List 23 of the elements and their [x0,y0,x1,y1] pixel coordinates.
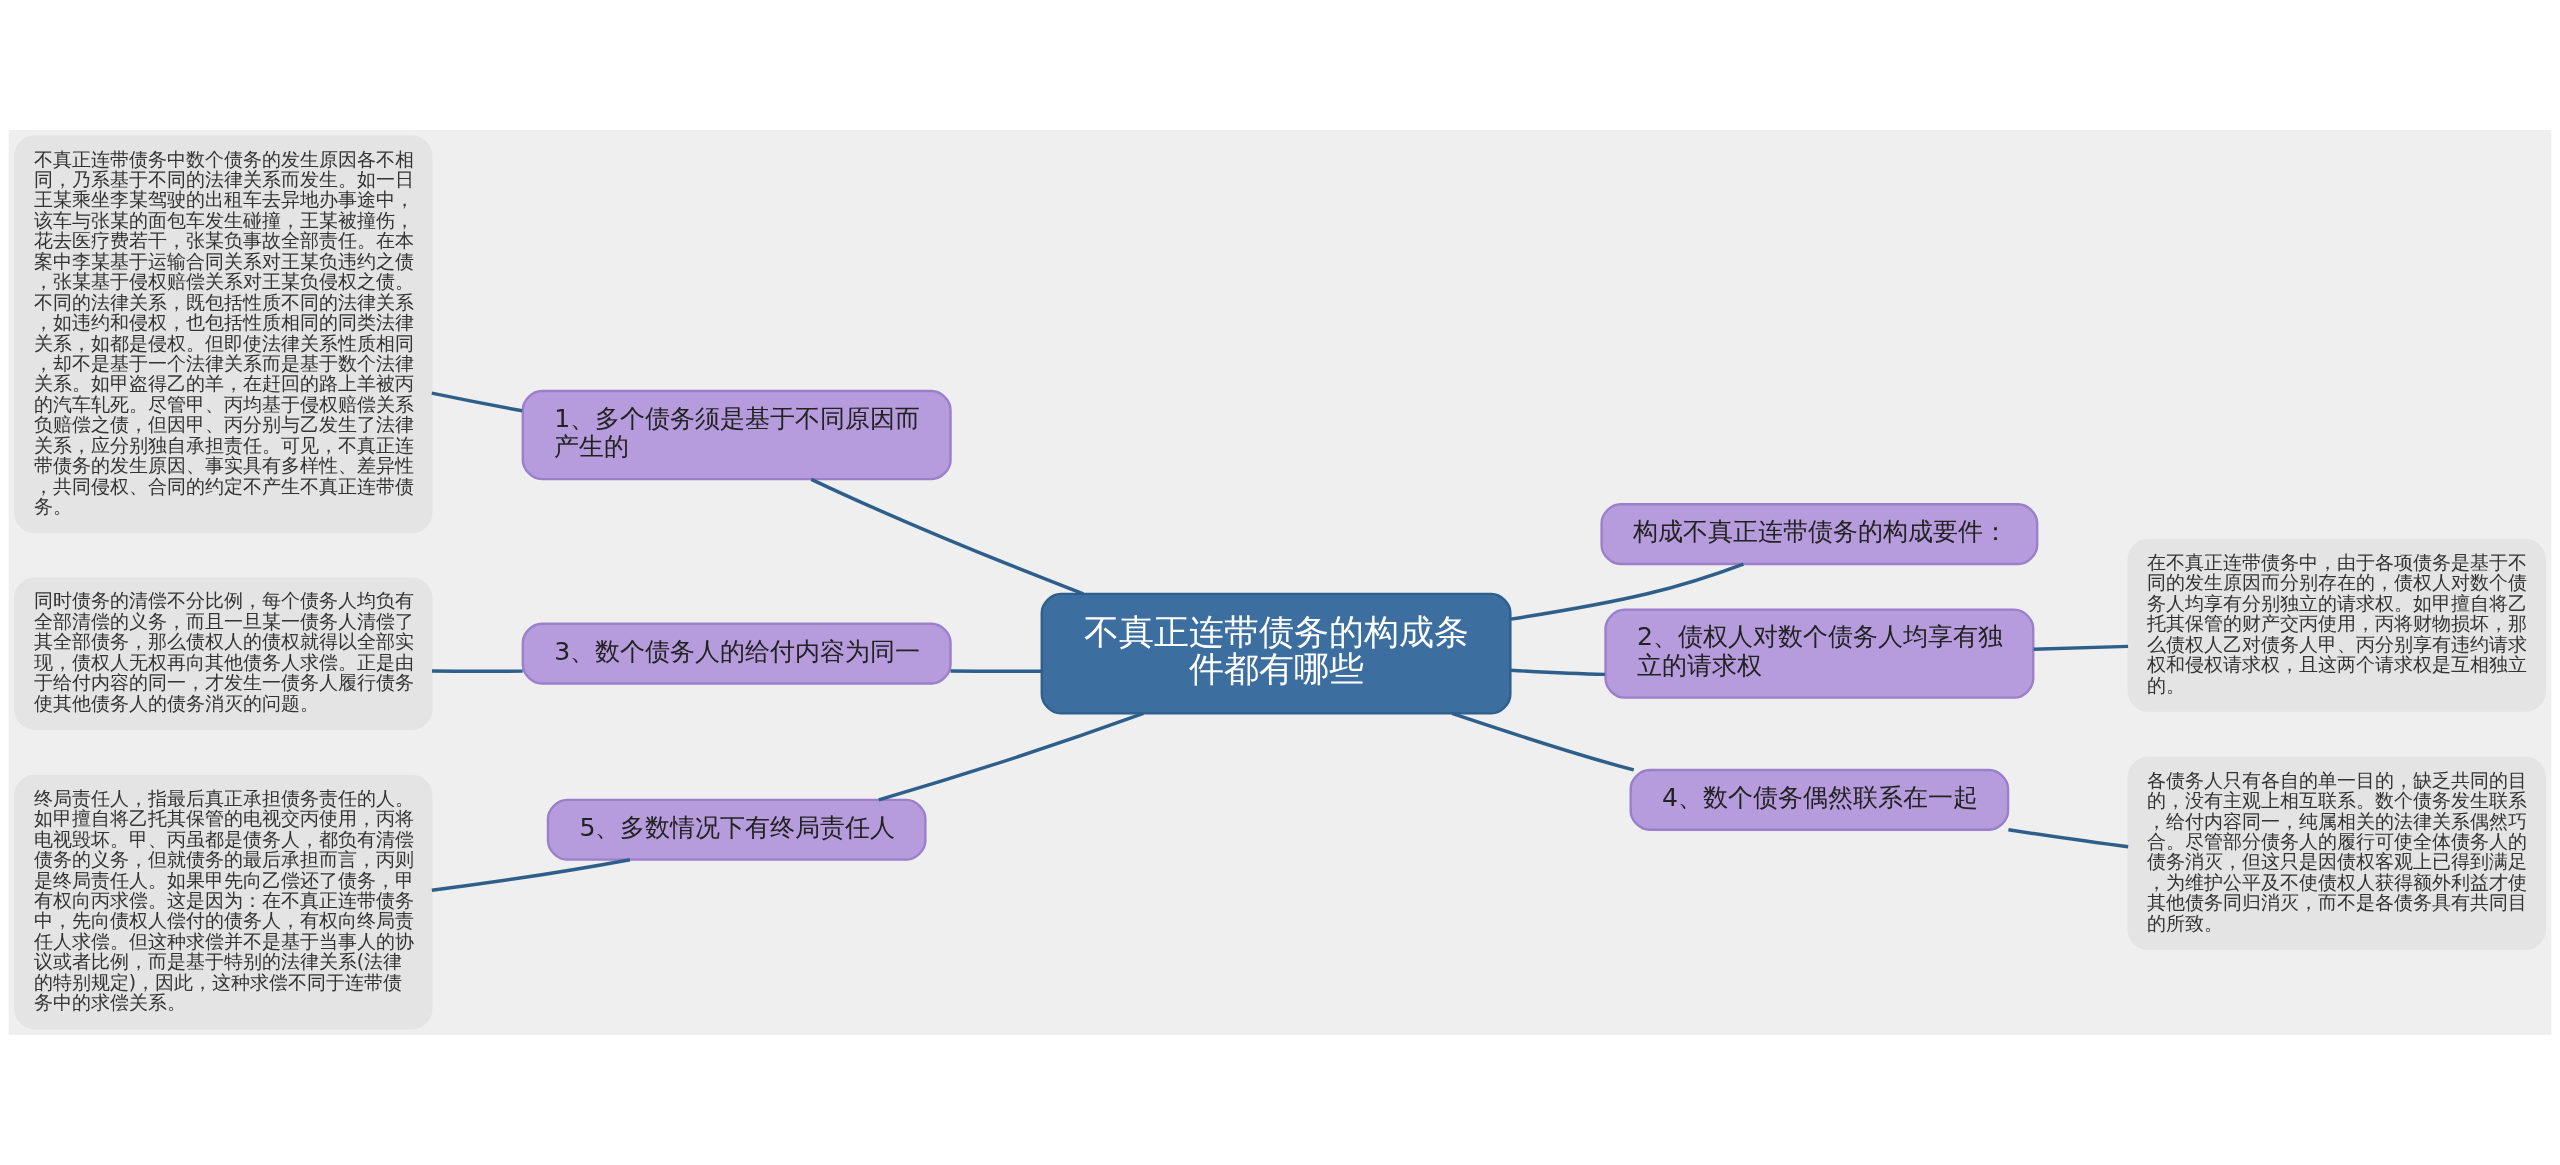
node-box: 4、数个债务偶然联系在一起 [1629,768,2010,831]
node-box: 1、多个债务须是基于不同原因而产生的 [521,389,952,481]
node-box: 不真正连带债务中数个债务的发生原因各不相同，乃系基于不同的法律关系而发生。如一日王某乘坐李某驾驶的出租车去异地办事途中，该车与张某的面包车发生碰撞，王某被撞伤，花去医疗费若干，张某负事故全部责任。在本案中李某基于运输合同关系对王某负违约之债，张某基于侵权赔偿关系对王某负侵权之债。不同的法律关系，既包括性质不同的法律关系，如违约和侵权，也包括性质相同的同类法律关系，如都是侵权。但即使法律关系性质相同，却不是基于一个法律关系而是基于数个法律关系。如甲盗得乙的羊，在赶回的路上羊被丙的汽车轧死。尽管甲、丙均基于侵权赔偿关系负赔偿之债，但因甲、丙分别与乙发生了法律关系，应分别独自承担责任。可见，不真正连带债务的发生原因、事实具有多样性、差异性，共同侵权、合同的约定不产生不真正连带债务。 [14,135,433,534]
node-box: 各债务人只有各自的单一目的，缺乏共同的目的，没有主观上相互联系。数个债务发生联系，给付内容同一，纯属相关的法律关系偶然巧合。尽管部分债务人的履行可使全体债务人的债务消灭，但这只是因债权客观上已得到满足，为维护公平及不使债权人获得额外利益才使其他债务同归消灭，而不是各债务具有共同目的所致。 [2127,756,2546,951]
node-box: 5、多数情况下有终局责任人 [546,798,927,861]
node-box: 在不真正连带债务中，由于各项债务是基于不同的发生原因而分别存在的，债权人对数个债务人均享有分别独立的请求权。如甲擅自将乙托其保管的财产交丙使用，丙将财物损坏，那么债权人乙对债务人甲、丙分别享有违约请求权和侵权请求权，且这两个请求权是互相独立的。 [2127,538,2546,712]
connector [1510,562,1745,621]
connector [2033,644,2129,652]
node-box: 同时债务的清偿不分比例，每个债务人均负有全部清偿的义务，而且一旦某一债务人清偿了其全部债务，那么债权人的债权就得以全部实现，债权人无权再向其他债务人求偿。正是由于给付内容的同一，才发生一债务人履行债务使其他债务人的债务消灭的问题。 [14,577,433,730]
connector [431,669,523,674]
node-box: 不真正连带债务的构成条件都有哪些 [1040,592,1512,715]
connector [431,391,523,413]
connector [950,669,1042,674]
node-box: 构成不真正连带债务的构成要件： [1600,503,2039,566]
connector [2008,828,2129,849]
node-box: 终局责任人，指最后真正承担债务责任的人。如甲擅自将乙托其保管的电视交丙使用，丙将电视毁坏。甲、丙虽都是债务人，都负有清偿债务的义务，但就债务的最后承担而言，丙则是终局责任人。如果甲先向乙偿还了债务，甲有权向丙求偿。这是因为：在不真正连带债务中，先向债权人偿付的债务人，有权向终局责任人求偿。但这种求偿并不是基于当事人的协议或者比例，而是基于特别的法律关系(法律的特别规定)，因此，这种求偿不同于连带债务中的求偿关系。 [14,774,433,1030]
connector [1451,711,1635,772]
connector [431,858,631,892]
connector [878,711,1144,802]
node-box: 3、数个债务人的给付内容为同一 [521,622,952,685]
node-box: 2、债权人对数个债务人均享有独立的请求权 [1604,608,2035,699]
connector [1510,668,1605,677]
connector [810,477,1084,596]
